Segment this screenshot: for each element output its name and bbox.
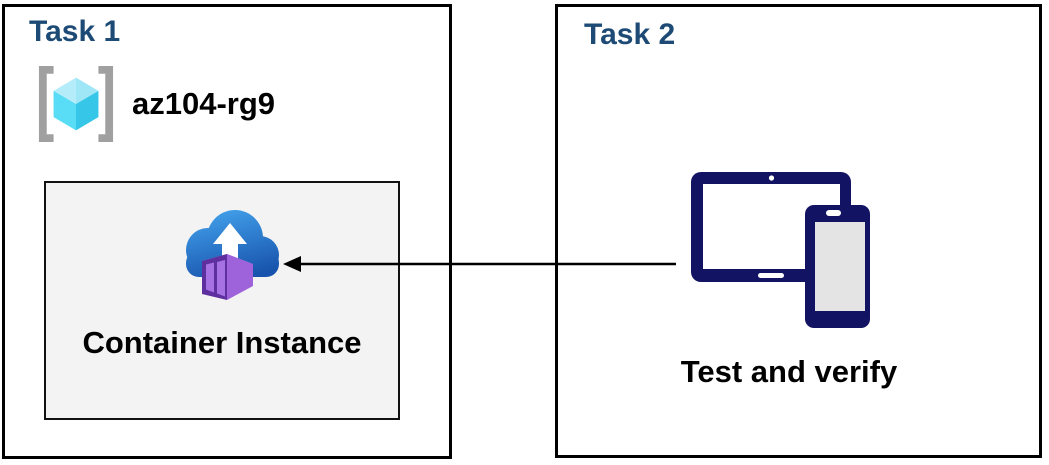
cube-right-face xyxy=(227,254,253,300)
resource-group-row: az104-rg9 xyxy=(33,63,275,145)
right-bracket xyxy=(98,65,114,143)
resource-group-name: az104-rg9 xyxy=(132,86,276,121)
task1-box: Task 1 az104-rg9 xyxy=(2,4,452,459)
test-and-verify-label: Test and verify xyxy=(680,354,898,389)
tablet-camera-dot xyxy=(768,175,775,181)
task2-box: Task 2 Test and verify xyxy=(555,4,1042,458)
left-bracket xyxy=(38,65,54,143)
cube-top-left-face xyxy=(53,77,76,104)
container-instance-box: Container Instance xyxy=(44,181,400,420)
phone-icon xyxy=(805,205,870,328)
cube-top-right-face xyxy=(76,77,99,104)
phone-screen xyxy=(815,222,865,311)
cube-door-panel-1 xyxy=(206,262,214,293)
task1-title: Task 1 xyxy=(29,15,121,48)
devices-icon xyxy=(691,172,870,328)
task2-title: Task 2 xyxy=(584,18,676,51)
arrow-right-to-left xyxy=(283,256,676,272)
tablet-home-button xyxy=(758,273,784,278)
upload-arrow-icon xyxy=(213,223,247,268)
container-instance-label: Container Instance xyxy=(82,325,362,360)
arrow-head xyxy=(283,256,301,272)
resource-group-icon xyxy=(38,65,114,143)
cube-door-panel-2 xyxy=(217,260,225,297)
container-instance-icon xyxy=(186,210,279,300)
container-cube xyxy=(202,254,253,300)
phone-speaker xyxy=(826,210,841,216)
